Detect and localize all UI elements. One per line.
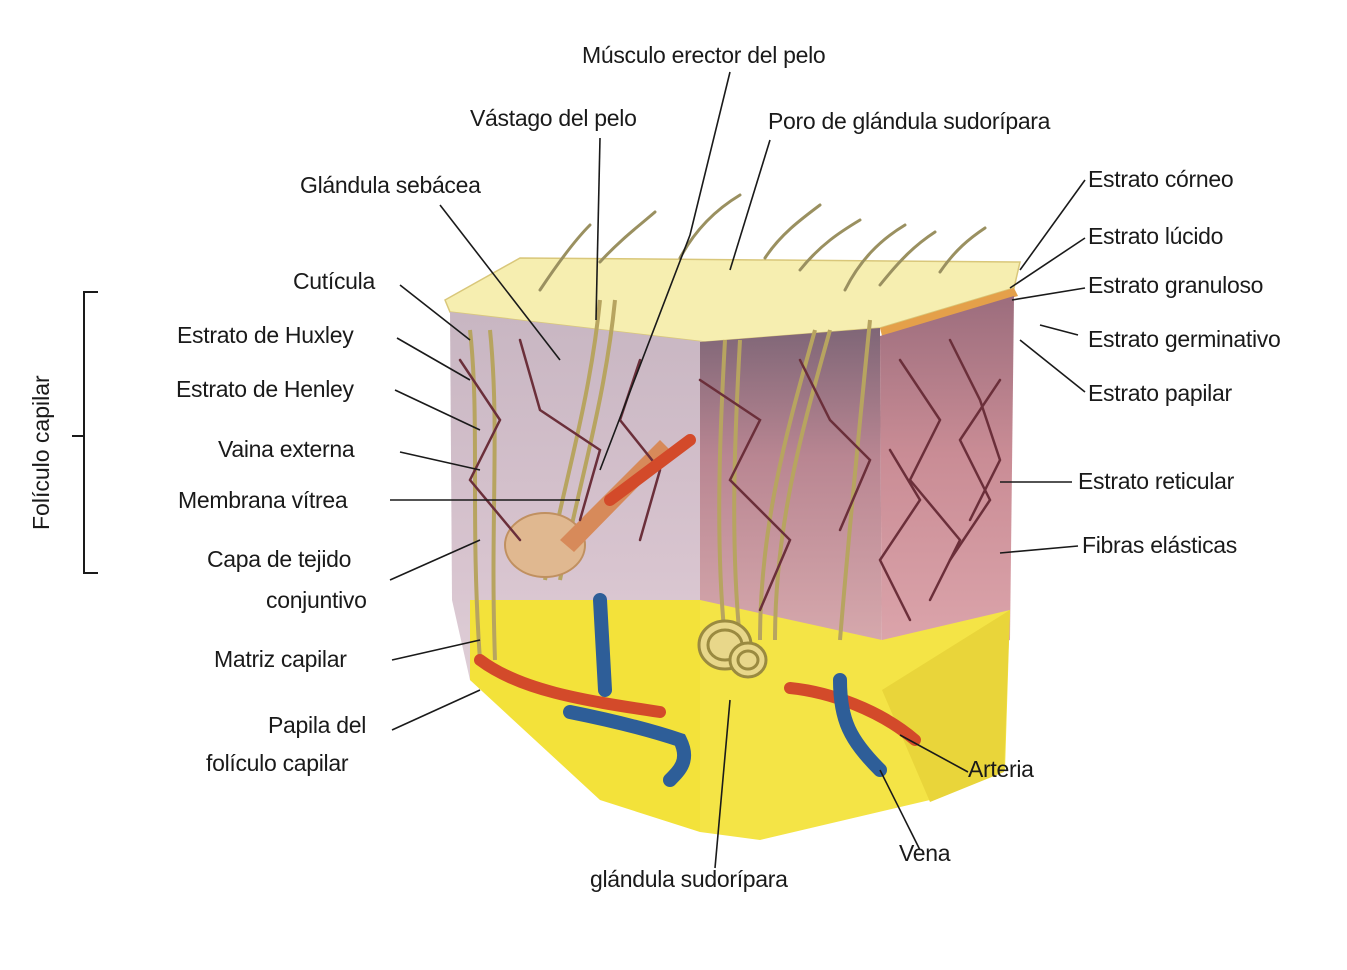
label-artery: Arteria — [968, 756, 1034, 782]
label-henley-layer: Estrato de Henley — [176, 376, 354, 402]
label-stratum-germinativum: Estrato germinativo — [1088, 326, 1280, 352]
label-stratum-corneum: Estrato córneo — [1088, 166, 1233, 192]
label-stratum-papillare: Estrato papilar — [1088, 380, 1232, 406]
label-vein: Vena — [899, 840, 950, 866]
label-cuticle: Cutícula — [293, 268, 375, 294]
label-stratum-granulosum: Estrato granuloso — [1088, 272, 1263, 298]
label-outer-sheath: Vaina externa — [218, 436, 354, 462]
label-hair-follicle: Folículo capilar — [28, 375, 55, 530]
label-vitreous-membrane: Membrana vítrea — [178, 487, 347, 513]
label-stratum-reticulare: Estrato reticular — [1078, 468, 1234, 494]
label-sebaceous-gland: Glándula sebácea — [300, 172, 481, 198]
hair-follicle-bracket — [72, 292, 98, 573]
label-sweat-gland: glándula sudorípara — [590, 866, 788, 892]
label-papilla-2: folículo capilar — [206, 750, 348, 776]
label-arrector-muscle: Músculo erector del pelo — [582, 42, 825, 68]
label-papilla-1: Papila del — [268, 712, 366, 738]
label-connective-layer-1: Capa de tejido — [207, 546, 351, 572]
label-connective-layer-2: conjuntivo — [266, 587, 367, 613]
label-huxley-layer: Estrato de Huxley — [177, 322, 353, 348]
label-sweat-pore: Poro de glándula sudorípara — [768, 108, 1050, 134]
label-hair-matrix: Matriz capilar — [214, 646, 347, 672]
label-stratum-lucidum: Estrato lúcido — [1088, 223, 1223, 249]
label-elastic-fibers: Fibras elásticas — [1082, 532, 1237, 558]
label-hair-shaft: Vástago del pelo — [470, 105, 637, 131]
